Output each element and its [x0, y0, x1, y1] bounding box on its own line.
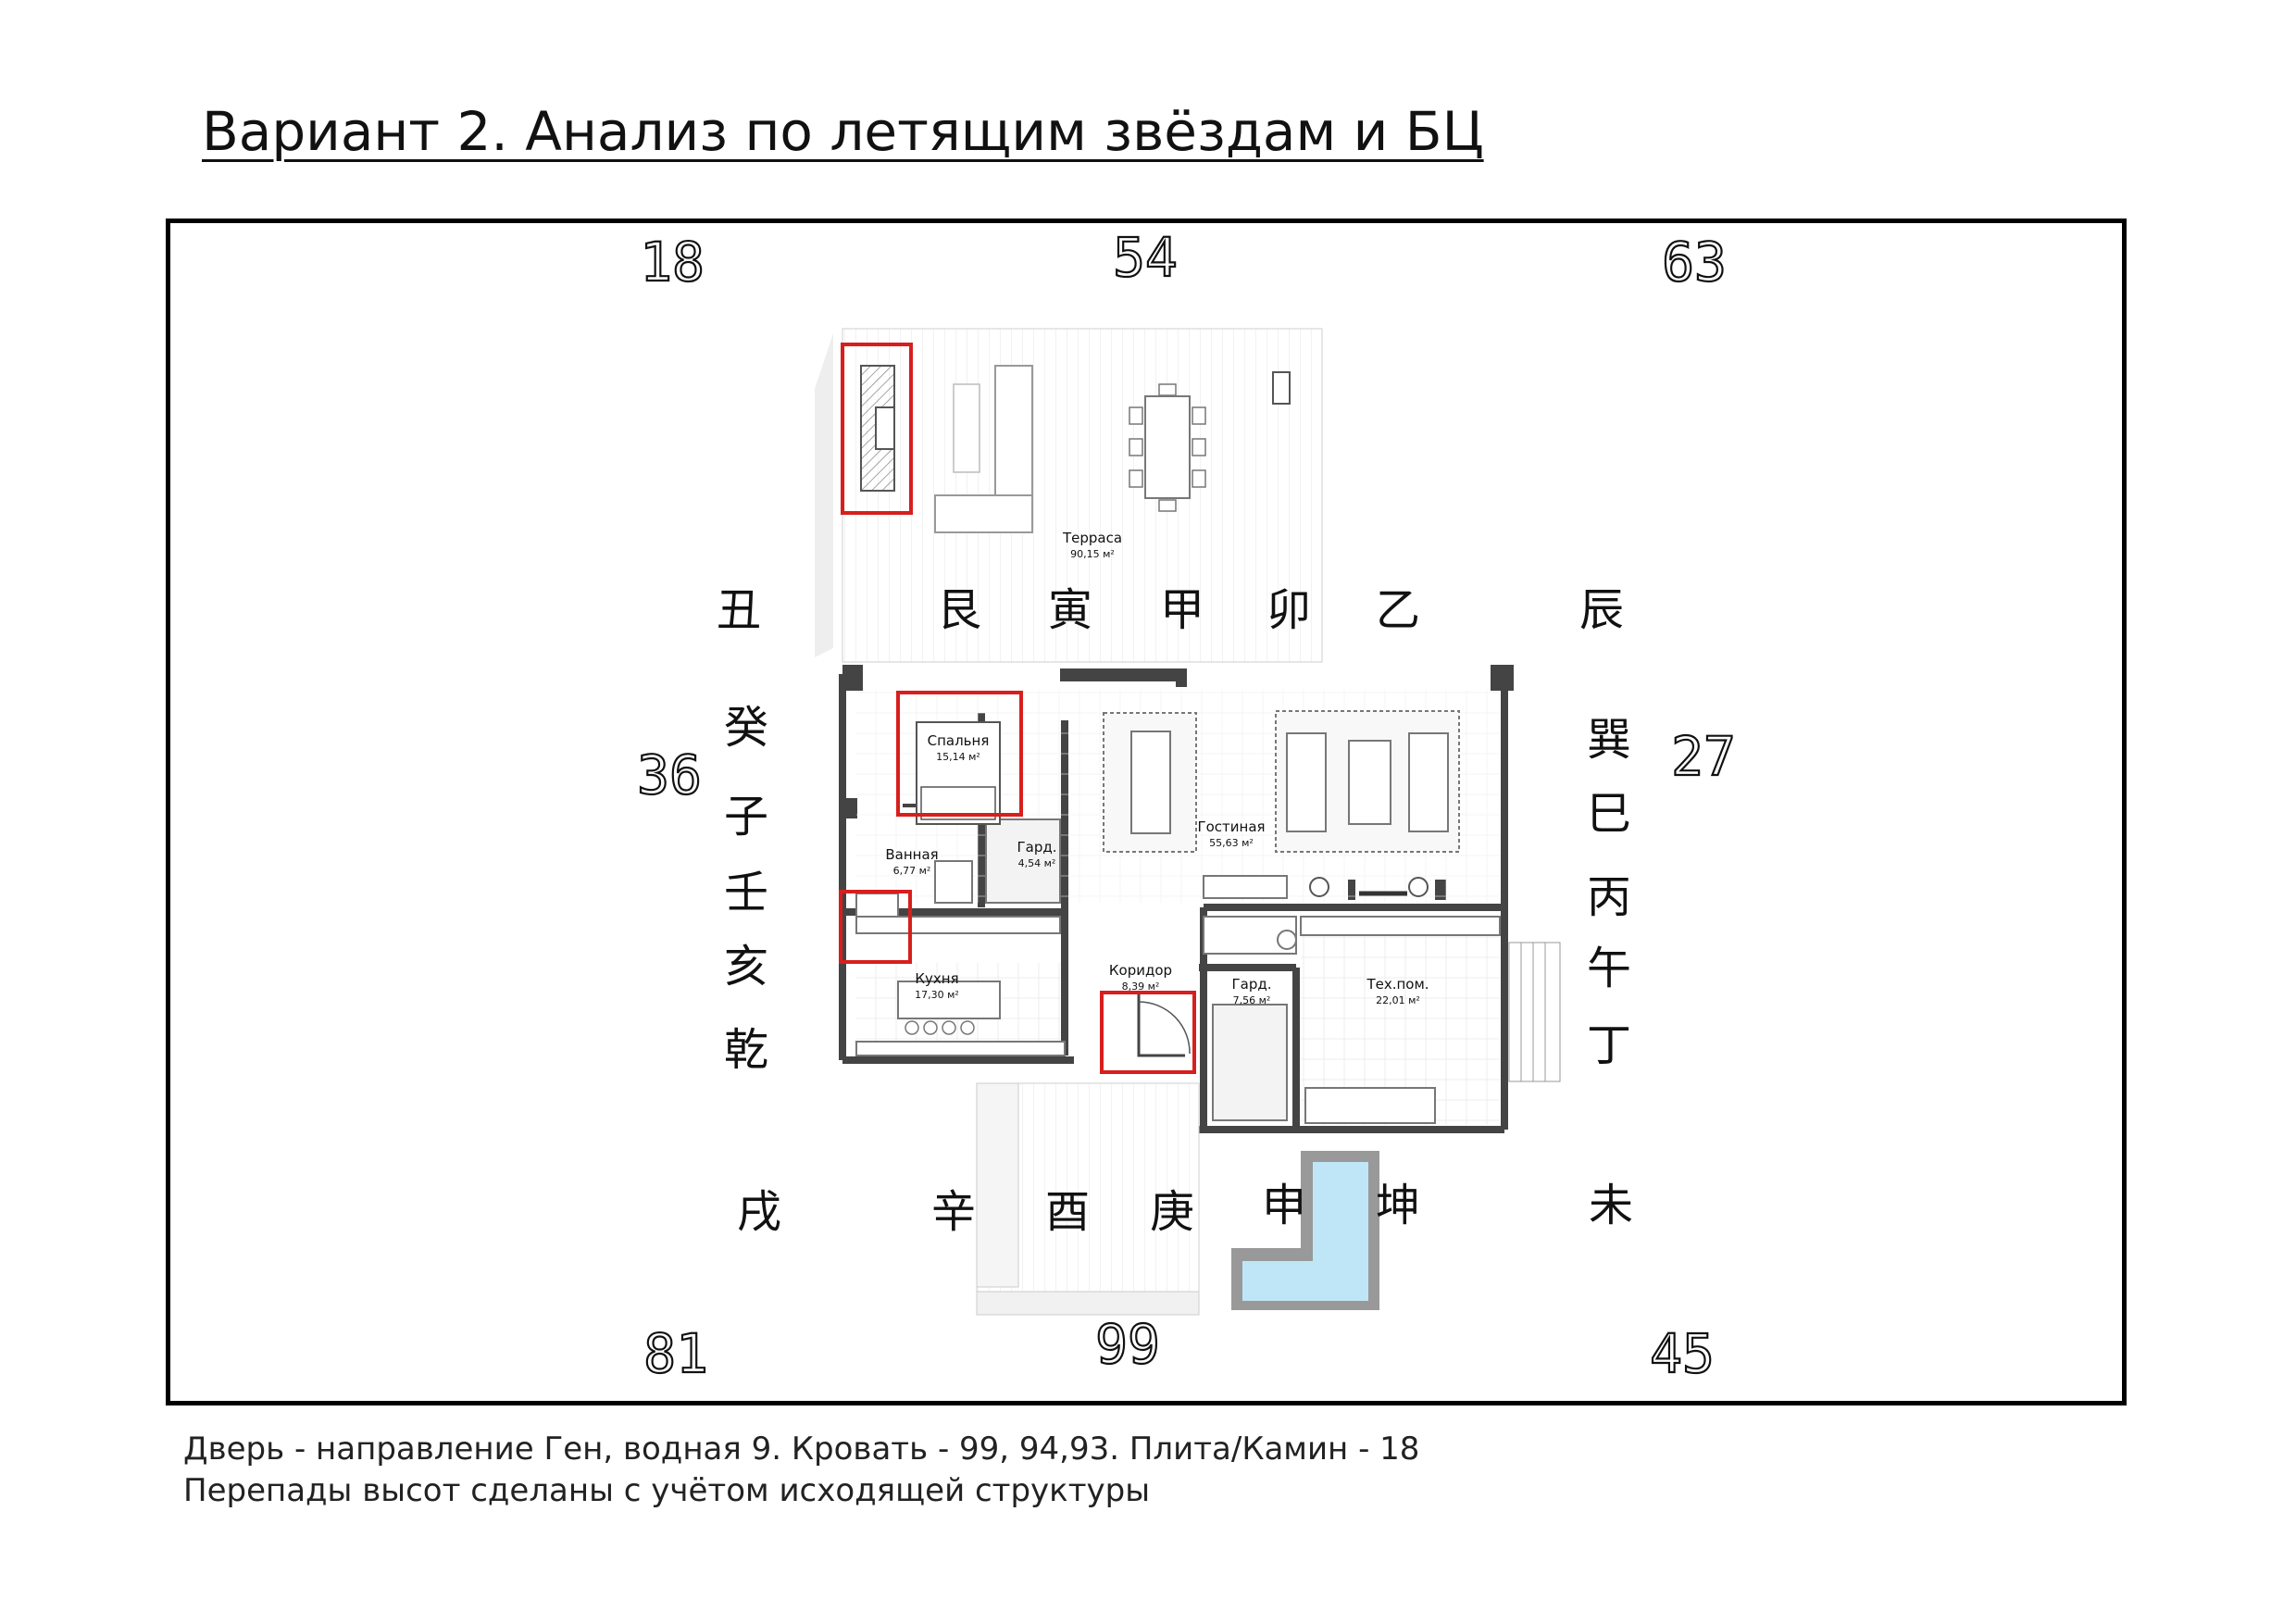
mountains-top: 丑 艮 寅 甲 卯 乙 辰: [717, 584, 1624, 636]
mountains-left: 癸 子 壬 亥 乾: [724, 702, 768, 1076]
mountain-ding: 丁: [1587, 1019, 1631, 1071]
diagram-frame: [166, 219, 2127, 1405]
living-area-label: 55,63 м²: [1209, 837, 1254, 849]
terrace-area-label: 90,15 м²: [1070, 548, 1115, 560]
bathroom-area-label: 6,77 м²: [893, 865, 931, 877]
mountain-xin: 辛: [931, 1186, 976, 1238]
mountain-kun: 坤: [1376, 1180, 1420, 1231]
terrace-label: Терраса: [1062, 530, 1122, 546]
star-top-center: 54: [1113, 226, 1178, 289]
mountain-bing: 丙: [1587, 871, 1631, 923]
page-title: Вариант 2. Анализ по летящим звёздам и Б…: [202, 100, 1484, 163]
mountain-xun: 巽: [1587, 714, 1631, 766]
star-mid-left: 36: [637, 743, 702, 806]
highlight-bed: [896, 691, 1023, 817]
mountain-zi: 子: [724, 791, 768, 843]
mountain-shen: 申: [1262, 1180, 1306, 1231]
wardrobe2-label: Гард.: [1231, 976, 1271, 993]
mountain-you: 酉: [1045, 1186, 1090, 1238]
mountain-hai: 亥: [724, 941, 768, 993]
tech-room-area-label: 22,01 м²: [1376, 994, 1420, 1006]
mountain-chen: 辰: [1579, 584, 1624, 636]
wardrobe-area-label: 4,54 м²: [1018, 857, 1056, 869]
wardrobe-label: Гард.: [1017, 839, 1056, 856]
star-top-right: 63: [1662, 231, 1727, 294]
south-deck: [976, 1082, 1200, 1316]
mountain-ren: 壬: [724, 867, 768, 918]
mountain-geng: 庚: [1150, 1186, 1194, 1238]
mountain-chou: 丑: [717, 584, 761, 636]
star-top-left: 18: [640, 231, 705, 294]
corridor-area-label: 8,39 м²: [1122, 981, 1160, 993]
kitchen-label: Кухня: [915, 970, 958, 987]
mountain-gen: 艮: [937, 584, 981, 636]
mountain-wei: 未: [1589, 1180, 1633, 1231]
star-bottom-left: 81: [643, 1322, 708, 1385]
mountain-wu: 午: [1587, 943, 1631, 994]
flying-stars: 18 54 63 36 27 81 99 45: [636, 225, 1737, 1386]
living-furniture: [1103, 710, 1460, 899]
caption-line-2: Перепады высот сделаны с учётом исходяще…: [183, 1472, 1151, 1509]
tech-room-label: Тех.пом.: [1366, 976, 1429, 993]
highlight-fireplace: [841, 343, 913, 515]
mountain-xu: 戌: [737, 1186, 781, 1238]
star-bottom-right: 45: [1650, 1322, 1715, 1385]
highlight-entrance-door: [1100, 991, 1196, 1074]
mountain-gui: 癸: [724, 702, 768, 754]
pool: [1231, 1151, 1379, 1310]
bathroom-label: Ванная: [885, 846, 938, 863]
mountain-mao: 卯: [1267, 584, 1311, 636]
bedroom-label: Спальня: [928, 732, 990, 749]
mountain-yin: 寅: [1048, 584, 1092, 636]
star-mid-right: 27: [1671, 725, 1736, 788]
star-bottom-center: 99: [1095, 1313, 1160, 1376]
living-label: Гостиная: [1197, 818, 1265, 835]
mountains-right: 巽 巳 丙 午 丁: [1587, 714, 1631, 1071]
caption-line-1: Дверь - направление Ген, водная 9. Крова…: [183, 1430, 1420, 1468]
bedroom-area-label: 15,14 м²: [936, 751, 980, 763]
wardrobe2-area-label: 7,56 м²: [1233, 994, 1271, 1006]
terrace-dining-table: [1144, 395, 1191, 499]
mountain-si: 巳: [1587, 788, 1631, 840]
terrace-area: Терраса 90,15 м²: [815, 328, 1323, 663]
highlight-stove: [839, 890, 912, 964]
mountain-jia: 甲: [1160, 584, 1204, 636]
mountain-qian: 乾: [724, 1024, 768, 1076]
corridor-label: Коридор: [1109, 962, 1172, 979]
mountain-yi: 乙: [1376, 584, 1420, 636]
highlight-boxes: [839, 343, 1196, 1074]
mountains-bottom: 戌 辛 酉 庚 申 坤 未: [737, 1180, 1633, 1238]
kitchen-area-label: 17,30 м²: [915, 989, 959, 1001]
